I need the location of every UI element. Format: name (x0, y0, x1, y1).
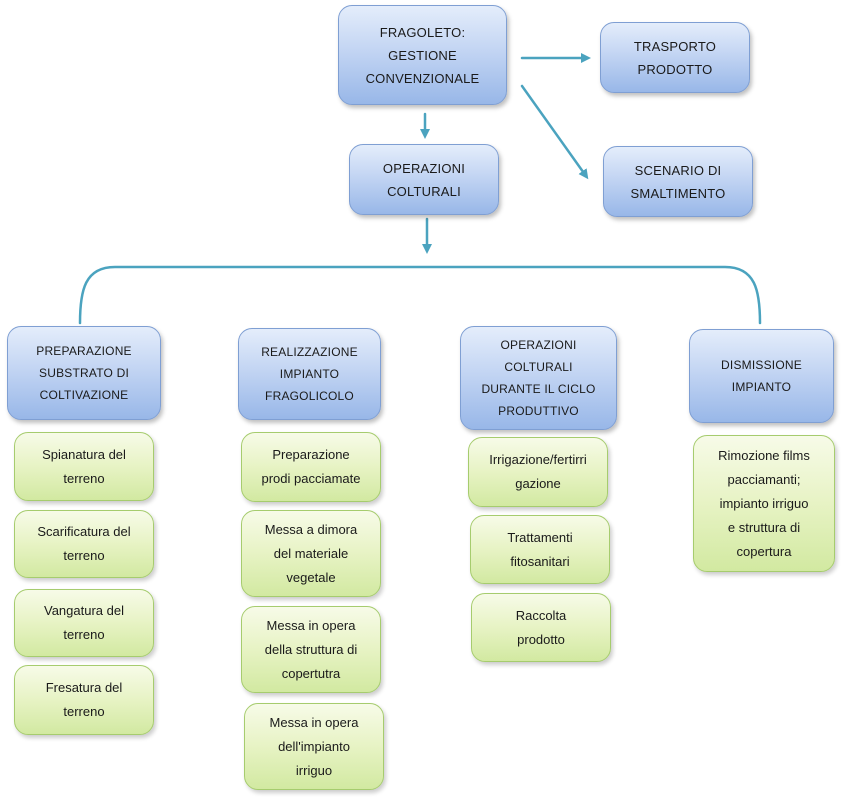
activity-box-rimozione: Rimozione films pacciamanti; impianto ir… (693, 435, 835, 572)
activity-label: Preparazione prodi pacciamate (261, 447, 361, 486)
activity-label: Messa a dimora del materiale vegetale (264, 521, 358, 585)
activity-box-impianto-irriguo: Messa in opera dell'impianto irriguo (244, 703, 384, 790)
activity-box-irrigazione: Irrigazione/fertirri gazione (468, 437, 608, 507)
box-scenario-smaltimento: SCENARIO DI SMALTIMENTO (603, 146, 753, 217)
activity-box-struttura-copertura: Messa in opera della struttura di copert… (241, 606, 381, 693)
phase-box-realizzazione: REALIZZAZIONE IMPIANTO FRAGOLICOLO (238, 328, 381, 420)
activity-label: Rimozione films pacciamanti; impianto ir… (718, 447, 810, 559)
activity-box-trattamenti: Trattamenti fitosanitari (470, 515, 610, 584)
activity-box-scarificatura: Scarificatura del terreno (14, 510, 154, 578)
activity-label: Vangatura del terreno (44, 603, 124, 642)
box-operazioni-colturali: OPERAZIONI COLTURALI (349, 144, 499, 215)
trasporto-label: TRASPORTO PRODOTTO (633, 38, 717, 77)
phase-box-operazioni-ciclo: OPERAZIONI COLTURALI DURANTE IL CICLO PR… (460, 326, 617, 430)
phase-box-dismissione: DISMISSIONE IMPIANTO (689, 329, 834, 423)
phase-title: DISMISSIONE IMPIANTO (721, 358, 802, 394)
activity-label: Scarificatura del terreno (37, 524, 131, 563)
activity-box-spianatura: Spianatura del terreno (14, 432, 154, 501)
activity-label: Irrigazione/fertirri gazione (489, 452, 587, 491)
activity-box-preparazione-prodi: Preparazione prodi pacciamate (241, 432, 381, 502)
main-box-label: FRAGOLETO: GESTIONE CONVENZIONALE (365, 24, 480, 86)
activity-label: Spianatura del terreno (42, 446, 126, 486)
activity-label: Trattamenti fitosanitari (507, 529, 573, 569)
phase-title: PREPARAZIONE SUBSTRATO DI COLTIVAZIONE (36, 344, 132, 402)
scenario-label: SCENARIO DI SMALTIMENTO (630, 162, 726, 201)
operazioni-label: OPERAZIONI COLTURALI (382, 160, 466, 199)
activity-box-vangatura: Vangatura del terreno (14, 589, 154, 657)
phase-title: OPERAZIONI COLTURALI DURANTE IL CICLO PR… (481, 338, 596, 418)
activity-box-messa-a-dimora: Messa a dimora del materiale vegetale (241, 510, 381, 597)
activity-label: Fresatura del terreno (45, 680, 123, 719)
activity-label: Messa in opera della struttura di copert… (264, 617, 358, 681)
activity-box-raccolta: Raccolta prodotto (471, 593, 611, 662)
activity-box-fresatura: Fresatura del terreno (14, 665, 154, 735)
phase-box-preparazione: PREPARAZIONE SUBSTRATO DI COLTIVAZIONE (7, 326, 161, 420)
phase-title: REALIZZAZIONE IMPIANTO FRAGOLICOLO (261, 345, 358, 403)
arrow-main-to-disposal (520, 84, 589, 180)
phase-bracket (78, 265, 762, 325)
activity-label: Messa in opera dell'impianto irriguo (269, 714, 359, 778)
box-trasporto-prodotto: TRASPORTO PRODOTTO (600, 22, 750, 93)
activity-label: Raccolta prodotto (515, 607, 567, 647)
main-box-fragoleto: FRAGOLETO: GESTIONE CONVENZIONALE (338, 5, 507, 105)
